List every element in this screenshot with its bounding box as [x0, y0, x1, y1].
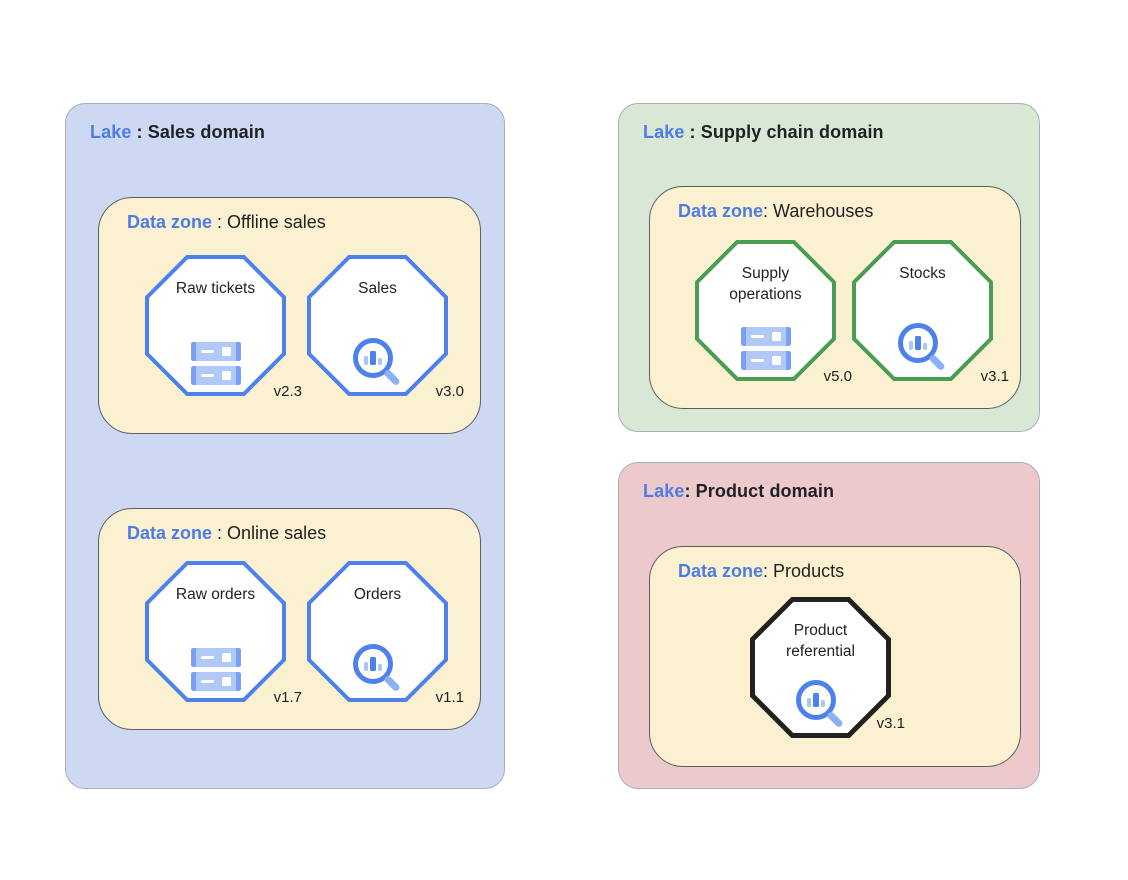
data-zone-offline-sales: Data zone : Offline sales Raw tickets v2…: [98, 197, 481, 434]
lake-title: Lake: Product domain: [643, 481, 834, 502]
asset-version: v1.7: [273, 689, 302, 706]
lake-keyword: Lake: [643, 122, 685, 142]
storage-servers-icon: [190, 648, 241, 691]
asset-sales: Sales v3.0: [307, 255, 464, 400]
lake-title: Lake : Supply chain domain: [643, 122, 884, 143]
lake-supply-chain-domain: Lake : Supply chain domain Data zone: Wa…: [618, 103, 1040, 432]
lake-keyword: Lake: [643, 481, 685, 501]
zone-name: Offline sales: [227, 212, 326, 232]
asset-orders: Orders v1.1: [307, 561, 464, 706]
title-separator: :: [763, 561, 774, 581]
zone-title: Data zone: Products: [678, 561, 844, 582]
lake-name: Product domain: [695, 481, 835, 501]
lake-name: Supply chain domain: [700, 122, 884, 142]
asset-name: Raw orders: [175, 586, 256, 603]
asset-name: Sales: [358, 280, 397, 297]
title-separator: :: [763, 201, 774, 221]
asset-version: v2.3: [273, 383, 302, 400]
data-zone-products: Data zone: Products Product referential …: [649, 546, 1021, 767]
asset-raw-tickets: Raw tickets v2.3: [145, 255, 302, 400]
zone-keyword: Data zone: [127, 212, 213, 232]
title-separator: :: [212, 212, 228, 232]
title-separator: :: [684, 481, 696, 501]
zone-title: Data zone : Online sales: [127, 523, 326, 544]
lake-keyword: Lake: [90, 122, 132, 142]
data-zone-warehouses: Data zone: Warehouses Supply operations …: [649, 186, 1021, 409]
asset-raw-orders: Raw orders v1.7: [145, 561, 302, 706]
zone-keyword: Data zone: [678, 561, 764, 581]
zone-keyword: Data zone: [678, 201, 764, 221]
asset-version: v5.0: [823, 368, 852, 385]
search-analytics-icon: [897, 322, 949, 376]
asset-version: v3.0: [435, 383, 464, 400]
asset-name: Orders: [353, 586, 402, 603]
asset-name: Stocks: [899, 265, 946, 282]
search-analytics-icon: [352, 643, 404, 697]
asset-stocks: Stocks v3.1: [852, 240, 1009, 385]
search-analytics-icon: [352, 337, 404, 391]
asset-product-referential: Product referential v3.1: [750, 597, 905, 738]
storage-servers-icon: [740, 327, 791, 370]
asset-name: Product referential: [786, 622, 855, 660]
asset-version: v1.1: [435, 689, 464, 706]
data-zone-online-sales: Data zone : Online sales Raw orders v1.7…: [98, 508, 481, 730]
lake-name: Sales domain: [147, 122, 265, 142]
zone-name: Warehouses: [773, 201, 874, 221]
title-separator: :: [131, 122, 148, 142]
zone-title: Data zone : Offline sales: [127, 212, 326, 233]
lake-title: Lake : Sales domain: [90, 122, 265, 143]
asset-supply-operations: Supply operations v5.0: [695, 240, 852, 385]
asset-name: Supply operations: [729, 265, 802, 303]
asset-version: v3.1: [876, 715, 905, 732]
lake-sales-domain: Lake : Sales domain Data zone : Offline …: [65, 103, 505, 789]
title-separator: :: [684, 122, 701, 142]
zone-name: Products: [773, 561, 845, 581]
title-separator: :: [212, 523, 228, 543]
zone-name: Online sales: [227, 523, 327, 543]
storage-servers-icon: [190, 342, 241, 385]
zone-keyword: Data zone: [127, 523, 213, 543]
search-analytics-icon: [795, 679, 847, 733]
lake-product-domain: Lake: Product domain Data zone: Products…: [618, 462, 1040, 789]
asset-version: v3.1: [980, 368, 1009, 385]
asset-name: Raw tickets: [175, 280, 256, 297]
zone-title: Data zone: Warehouses: [678, 201, 873, 222]
